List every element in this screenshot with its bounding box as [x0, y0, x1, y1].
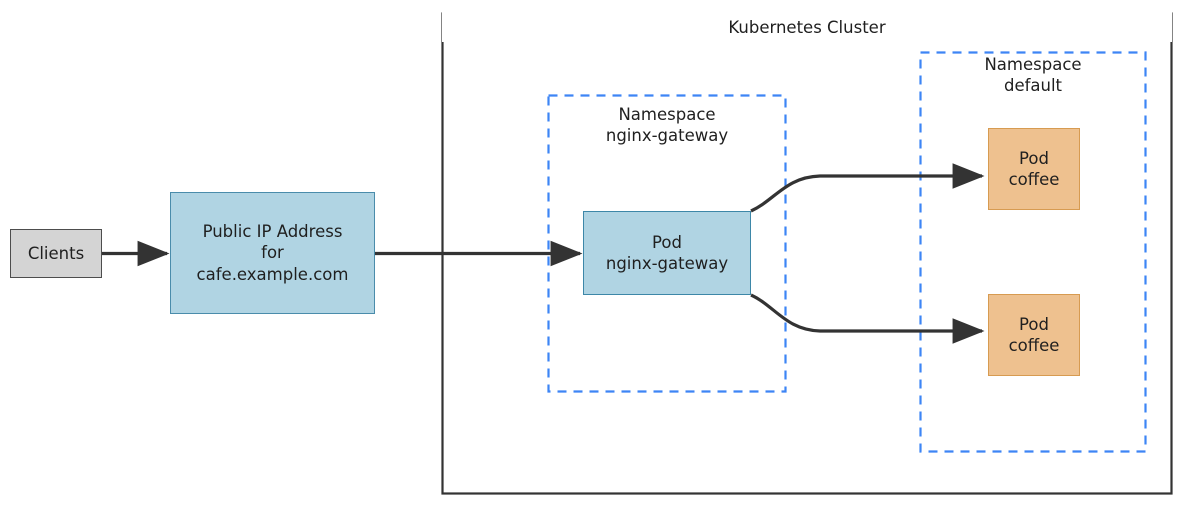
node-public-ip-address-label-line2: for	[261, 243, 284, 263]
node-clients[interactable]: Clients	[10, 229, 102, 278]
kubernetes-cluster-label: Kubernetes Cluster	[442, 12, 1172, 42]
node-pod-coffee-2-label-line2: coffee	[1008, 336, 1060, 355]
namespace-default-boundary	[919, 51, 1147, 453]
node-pod-coffee-1-label-line2: coffee	[1008, 170, 1060, 189]
kubernetes-cluster-label-text: Kubernetes Cluster	[728, 17, 886, 37]
node-public-ip-address[interactable]: Public IP Address for cafe.example.com	[170, 192, 375, 314]
namespace-nginx-gateway-boundary	[547, 94, 787, 393]
namespace-nginx-gateway-label: Namespace nginx-gateway	[548, 104, 786, 147]
node-pod-nginx-gateway[interactable]: Pod nginx-gateway	[583, 211, 751, 295]
node-clients-label: Clients	[27, 243, 85, 263]
node-public-ip-address-label-line3: cafe.example.com	[196, 264, 349, 284]
node-pod-nginx-gateway-label-line1: Pod	[652, 232, 682, 252]
node-pod-coffee-1-label-line1: Pod	[1019, 148, 1049, 168]
namespace-nginx-gateway-label-line1: Namespace	[618, 105, 716, 124]
edge-gateway-pod-to-coffee-pod-2	[750, 293, 985, 344]
namespace-default-label-line1: Namespace	[984, 55, 1082, 74]
node-pod-coffee-2-label-line1: Pod	[1019, 314, 1049, 334]
node-pod-nginx-gateway-label-line2: nginx-gateway	[605, 254, 729, 273]
node-pod-coffee-1[interactable]: Pod coffee	[988, 128, 1080, 210]
node-pod-coffee-2[interactable]: Pod coffee	[988, 294, 1080, 376]
namespace-nginx-gateway-label-line2: nginx-gateway	[605, 126, 729, 146]
namespace-default-label-line2: default	[1003, 76, 1063, 96]
namespace-default-label: Namespace default	[920, 54, 1146, 97]
node-public-ip-address-label-line1: Public IP Address	[202, 221, 343, 241]
edge-gateway-pod-to-coffee-pod-1	[750, 163, 985, 213]
